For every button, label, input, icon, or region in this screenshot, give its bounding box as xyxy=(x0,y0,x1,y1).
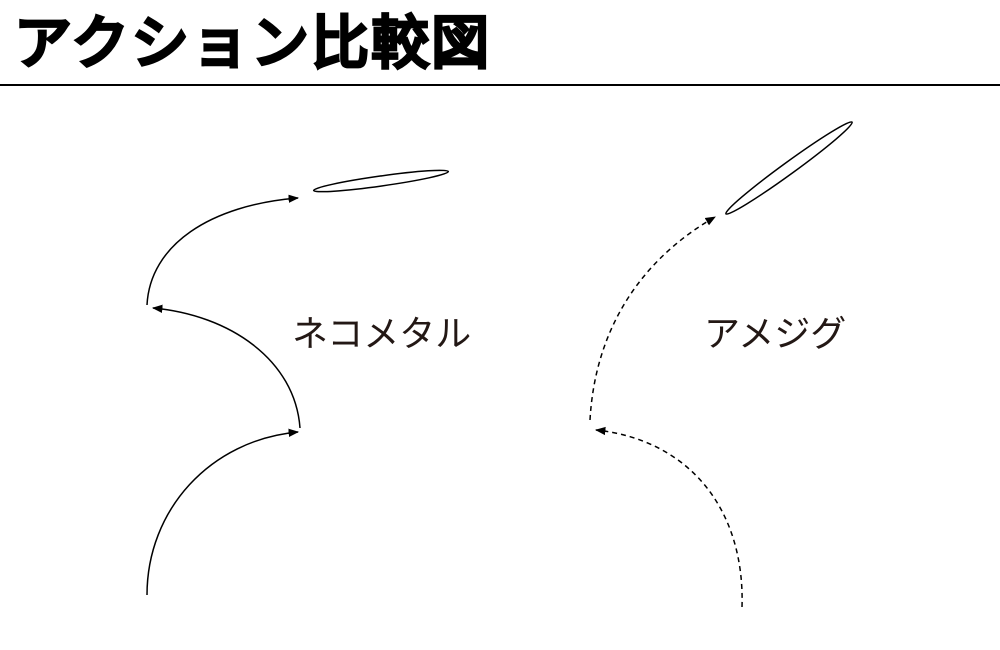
neko-lure-shape xyxy=(312,169,450,193)
amejig-path-2-arrow xyxy=(589,216,716,421)
neko-path-1-arrow xyxy=(146,428,300,596)
title-divider xyxy=(0,84,1000,86)
amejig-path-1-arrow xyxy=(594,426,743,608)
label-neko-metal: ネコメタル xyxy=(292,314,472,355)
neko-path-2-arrow xyxy=(151,304,301,429)
neko-path-3-arrow xyxy=(146,194,300,306)
amejig-lure-shape xyxy=(725,121,853,215)
label-amejig: アメジグ xyxy=(704,314,847,355)
page-title: アクション比較図 xyxy=(13,8,492,78)
